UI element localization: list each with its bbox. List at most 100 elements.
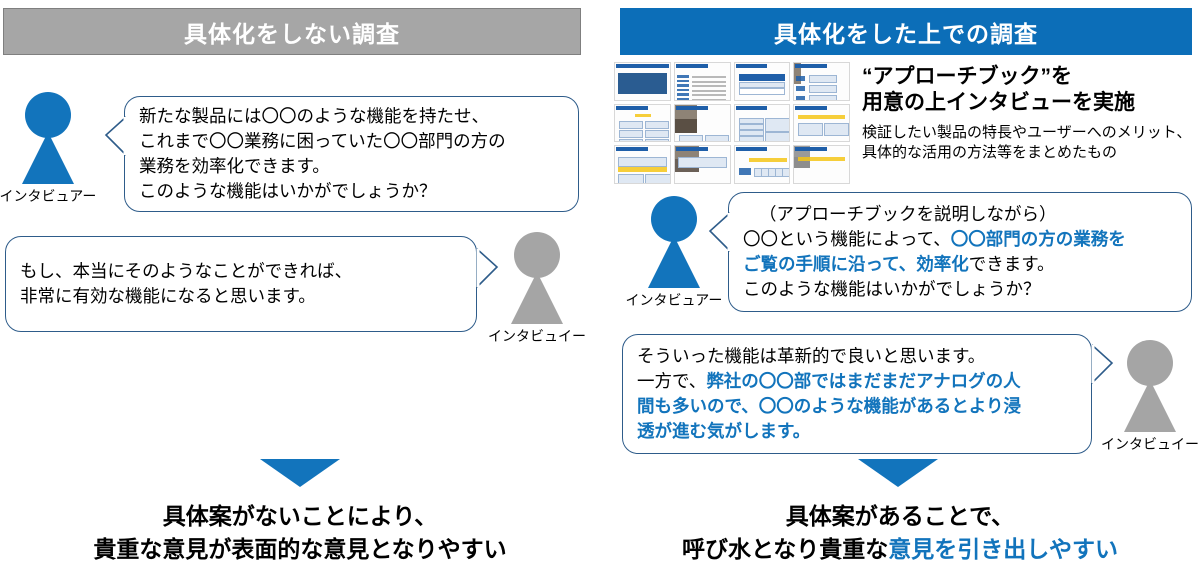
thumb-row-text — [691, 89, 726, 92]
thumb-titlebar — [616, 105, 648, 110]
right-interviewer-figure: インタビュアー — [626, 196, 722, 310]
thumb-row-block — [809, 85, 838, 93]
right-bubble2-line3: 間も多いので、〇〇のような機能があるとより浸 — [637, 396, 1021, 416]
thumb-highlight — [798, 157, 845, 162]
thumb-titlebar — [735, 147, 768, 152]
thumb-titlebar — [735, 64, 768, 68]
thumb-row-tag — [796, 76, 806, 81]
thumb-titlebar — [616, 64, 669, 68]
left-interviewer-label: インタビュアー — [0, 188, 97, 204]
thumb-card — [618, 174, 644, 184]
thumb-titlebar — [795, 64, 828, 68]
approach-book-thumbnail[interactable] — [793, 103, 850, 143]
left-bubble1-line1: 新たな製品には〇〇のような機能を持たせ、 — [139, 106, 489, 127]
left-bubble2-line1: もし、本当にそのようなことができれば、 — [20, 261, 353, 282]
bubble-tail-right-icon — [476, 247, 499, 288]
approach-book-thumbnail[interactable] — [733, 103, 791, 143]
right-bubble1-line2: 〇〇という機能によって、〇〇部門の方の業務を — [743, 227, 1177, 252]
right-bubble1-line3: ご覧の手順に沿って、効率化できます。 — [743, 252, 1177, 277]
rb1-l3-highlight: ご覧の手順に沿って、効率化 — [743, 254, 969, 274]
thumb-device — [794, 157, 811, 169]
rc-l2-highlight: 意見を引き出しやすい — [888, 536, 1119, 563]
thumb-card — [798, 122, 824, 137]
thumb-card — [645, 174, 670, 184]
thumb-banner — [677, 157, 727, 169]
approach-book-thumbnail[interactable] — [614, 145, 671, 184]
approach-book-thumbnail[interactable] — [733, 62, 791, 101]
thumb-item — [738, 129, 764, 136]
rb1-l2-highlight: 〇〇部門の方の業務を — [950, 229, 1126, 250]
thumb-field — [738, 82, 786, 88]
right-interviewee-figure: インタビュイー — [1101, 340, 1199, 454]
bubble-tail-left-icon — [103, 115, 127, 156]
left-interviewee-label: インタビュイー — [488, 328, 586, 344]
thumb-box — [619, 120, 643, 129]
left-banner-title: 具体化をしない調査 — [184, 20, 400, 47]
person-head-icon — [1127, 340, 1173, 386]
person-body-icon — [1124, 380, 1176, 432]
thumb-panel — [764, 131, 790, 142]
thumb-row-tag — [796, 96, 806, 100]
approach-book-thumbnail[interactable] — [673, 103, 731, 143]
bubble-tail-left-icon — [707, 211, 731, 252]
panel-with-concretization: 具体化をした上での調査 “アプローチブック”を 用意の上インタビューを実施 検証… — [600, 0, 1200, 588]
right-bubble1-line1: （アプローチブックを説明しながら） — [759, 204, 1057, 225]
thumb-caption — [704, 134, 729, 142]
rb1-l2-plain: 〇〇という機能によって、 — [743, 229, 951, 250]
thumb-titlebar — [735, 105, 768, 110]
approach-book-thumbnail-grid[interactable] — [614, 62, 850, 184]
left-bubble2-line2: 非常に有効な機能になると思います。 — [20, 286, 316, 306]
approach-book-thumbnail[interactable] — [673, 145, 731, 184]
thumb-button — [781, 168, 790, 178]
thumb-panel — [764, 117, 790, 132]
thumb-card — [824, 122, 850, 137]
approach-book-thumbnail[interactable] — [793, 62, 850, 101]
thumb-box — [619, 129, 643, 138]
left-bubble1-line2: これまで〇〇業務に困っていた〇〇部門の方の — [139, 131, 506, 152]
rb1-l3-plain: できます。 — [968, 254, 1055, 274]
person-head-icon — [651, 196, 697, 242]
thumb-highlight — [748, 158, 787, 163]
thumb-highlight — [798, 114, 845, 119]
thumb-row-block — [809, 75, 838, 83]
thumb-row-tag — [676, 88, 689, 91]
thumb-row-text — [691, 80, 726, 83]
thumb-row-text — [691, 94, 726, 96]
right-bubble-interviewer: （アプローチブックを説明しながら） 〇〇という機能によって、〇〇部門の方の業務を… — [708, 192, 1192, 312]
right-interviewer-label: インタビュアー — [625, 292, 723, 308]
approach-book-thumbnail[interactable] — [793, 145, 850, 184]
left-banner: 具体化をしない調査 — [3, 8, 581, 55]
thumb-titlebar — [675, 147, 708, 152]
thumb-titlebar — [795, 147, 828, 152]
thumb-item — [738, 123, 764, 130]
left-bubble1-line3: 業務を効率化できます。 — [139, 156, 330, 176]
approach-book-thumbnail[interactable] — [614, 103, 671, 143]
right-bubble2-line2: 一方で、弊社の〇〇部ではまだまだアナログの人 — [637, 369, 1077, 394]
thumb-box — [645, 138, 669, 142]
approach-book-sub-line2: 具体的な活用の方法等をまとめたもの — [862, 143, 1118, 161]
approach-book-thumbnail[interactable] — [733, 145, 791, 184]
thumb-row-block — [809, 95, 838, 100]
thumb-banner — [618, 157, 667, 168]
thumb-highlight — [618, 167, 667, 173]
right-bubble1-text: （アプローチブックを説明しながら） 〇〇という機能によって、〇〇部門の方の業務を… — [729, 198, 1191, 305]
thumb-button — [738, 168, 751, 176]
thumb-row-text — [691, 98, 726, 100]
thumb-row-tag — [676, 97, 689, 100]
approach-book-thumbnail[interactable] — [673, 62, 731, 101]
thumb-highlight — [635, 113, 651, 117]
person-head-icon — [25, 92, 71, 138]
rb2-l2-plain: 一方で、 — [637, 371, 707, 392]
left-interviewer-figure: インタビュアー — [0, 92, 96, 206]
right-conclusion: 具体案があることで、 呼び水となり貴重な意見を引き出しやすい — [600, 500, 1200, 567]
left-conclusion: 具体案がないことにより、 貴重な意見が表面的な意見となりやすい — [0, 500, 600, 567]
person-body-icon — [648, 236, 700, 288]
person-body-icon — [511, 272, 563, 324]
approach-book-title: “アプローチブック”を 用意の上インタビューを実施 — [862, 64, 1135, 117]
approach-book-thumbnail[interactable] — [614, 62, 671, 101]
right-bubble2-line4: 透が進む気がします。 — [637, 420, 811, 441]
thumb-titlebar — [675, 105, 708, 110]
approach-book-sub-line1: 検証したい製品の特長やユーザーへのメリット、 — [862, 124, 1192, 141]
right-bubble2-line1: そういった機能は革新的で良いと思います。 — [637, 346, 986, 367]
right-banner: 具体化をした上での調査 — [620, 8, 1192, 55]
